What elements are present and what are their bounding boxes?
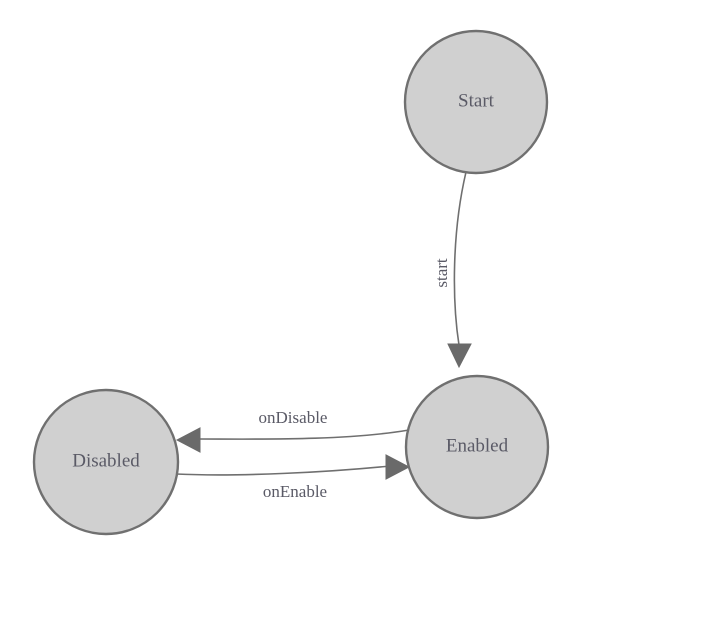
node-enabled-label: Enabled <box>446 435 509 456</box>
edge-start-to-enabled[interactable]: start <box>432 171 472 369</box>
node-disabled[interactable]: Disabled <box>32 388 180 536</box>
node-start-circle <box>403 29 549 175</box>
node-start[interactable]: Start <box>403 29 549 175</box>
edge-disabled-to-enabled-path <box>175 465 391 476</box>
edge-enabled-to-disabled-label: onDisable <box>259 408 328 427</box>
node-start-label: Start <box>458 90 495 111</box>
edge-enabled-to-disabled[interactable]: onDisable <box>175 408 410 453</box>
edge-start-to-enabled-path <box>453 171 467 346</box>
edge-start-to-enabled-arrowhead <box>447 343 472 369</box>
edge-disabled-to-enabled-label: onEnable <box>263 482 327 501</box>
edge-start-to-enabled-label: start <box>432 258 451 288</box>
node-enabled[interactable]: Enabled <box>404 374 550 520</box>
node-disabled-label: Disabled <box>72 450 140 471</box>
node-disabled-circle <box>32 388 180 536</box>
edge-enabled-to-disabled-arrowhead <box>175 427 201 453</box>
edge-enabled-to-disabled-path <box>195 429 410 440</box>
node-enabled-circle <box>404 374 550 520</box>
edge-disabled-to-enabled-arrowhead <box>385 454 411 480</box>
edge-disabled-to-enabled[interactable]: onEnable <box>175 454 411 501</box>
